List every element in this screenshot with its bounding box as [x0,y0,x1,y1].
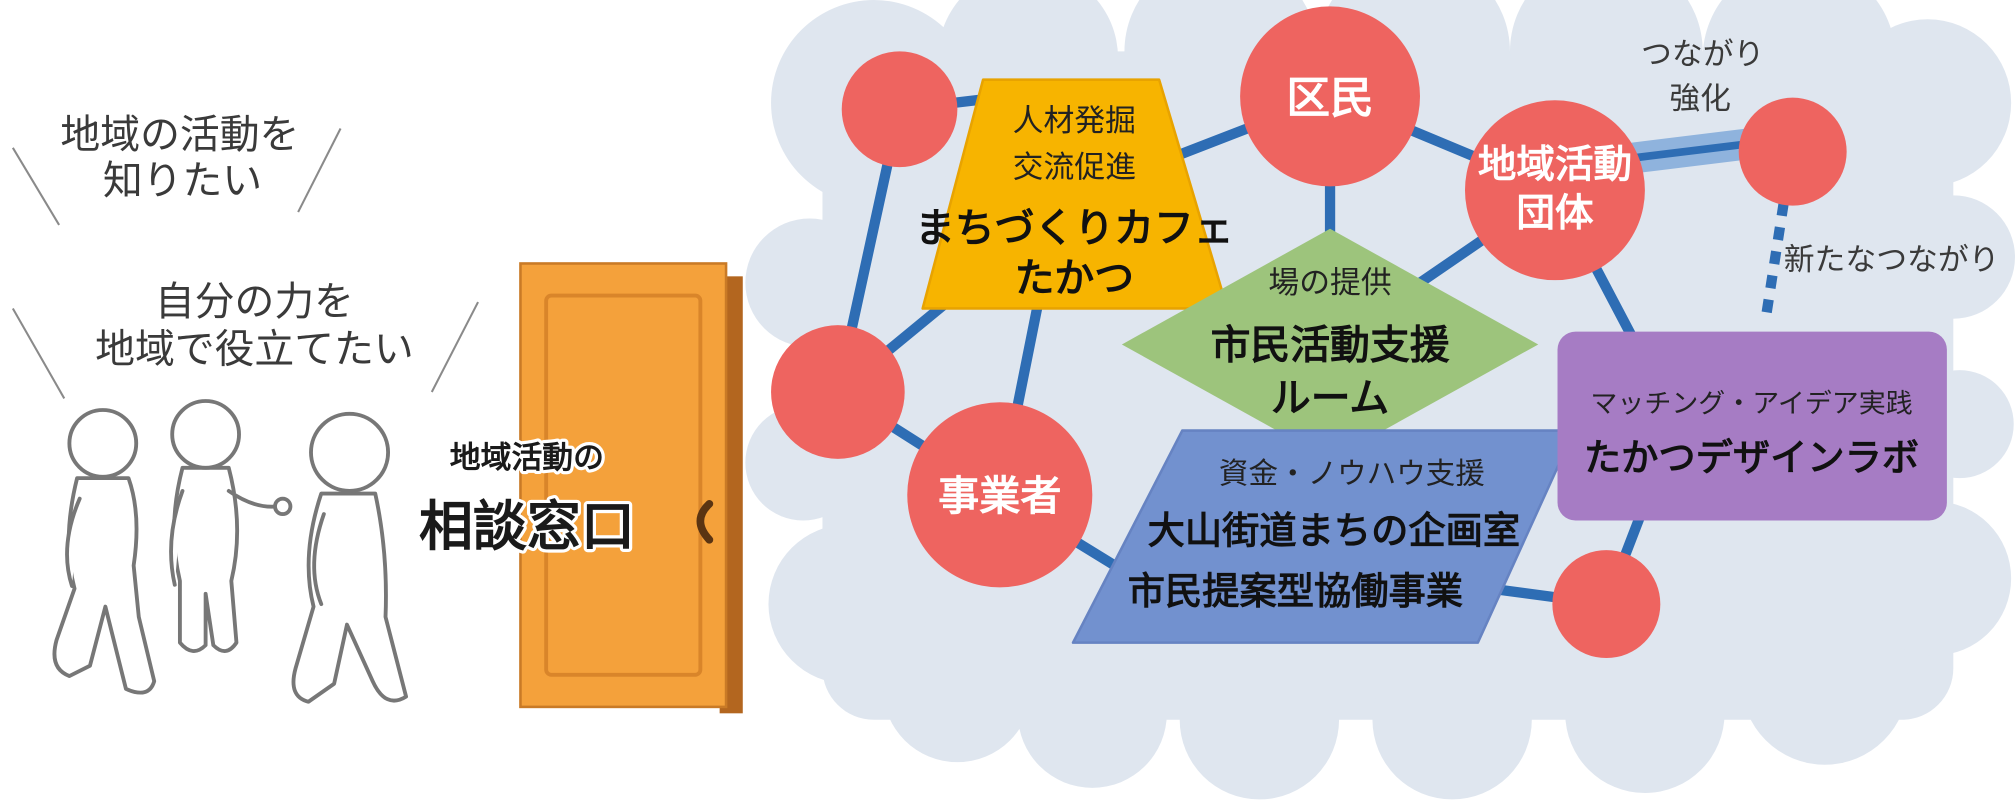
takatsu-design-lab: マッチング・アイデア実践 たかつデザインラボ [1557,331,1947,521]
new-connection-dotted-line [1760,202,1789,320]
new-connection-label: 新たなつながり [1784,242,2000,278]
quote-want-to-know: 地域の活動を 知りたい [11,112,342,226]
cafe-name: まちづくりカフェ [915,206,1234,252]
lab-name: たかつデザインラボ [1584,435,1919,479]
node-circle [841,51,958,168]
node-kumin-label: 区民 [1286,73,1373,124]
node-circle [1738,97,1847,206]
cafe-caption: 交流促進 [1013,149,1136,185]
room-name: 市民活動支援 [1211,323,1450,369]
quote-slash-left [11,307,66,399]
door-inner-panel [544,293,703,677]
cafe-caption: 人材発掘 [1013,103,1136,139]
machizukuri-cafe: 人材発掘 交流促進 まちづくりカフェ たかつ [915,78,1234,310]
person-figure [169,399,293,653]
strengthen-label: 強化 [1669,81,1731,117]
lab-box [1557,331,1947,521]
quote-slash-right [297,128,342,213]
door-handle-icon [696,499,714,544]
kikaku-name: 大山街道まちの企画室 [1148,509,1520,553]
strengthened-connection [1619,128,1750,175]
quote-slash-right [430,301,479,393]
consultation-door [519,262,743,714]
kikakushitsu-program: 資金・ノウハウ支援 大山街道まちの企画室 市民提案型協働事業 [1071,429,1576,644]
person-figure [52,408,157,695]
quote-line: 自分の力を [155,279,354,325]
kikaku-parallelogram [1071,429,1576,644]
network-nodes: 区民 地域活動 団体 事業者 [771,6,1847,659]
room-diamond [1121,228,1539,461]
node-kumin: 区民 [1240,6,1421,187]
quote-line: 知りたい [103,158,262,204]
node-chiiki-katsudo-dantai: 地域活動 団体 [1464,100,1645,281]
strengthen-label: つながり [1641,36,1764,72]
people-illustration [52,399,409,704]
person-figure [291,411,409,704]
shimin-katsudo-room: 場の提供 市民活動支援 ルーム [1121,228,1539,461]
quote-line: 地域の活動を [60,112,299,158]
node-jigyosha: 事業者 [907,402,1093,588]
quote-line: 地域で役立てたい [95,326,414,372]
consultation-label-large: 相談窓口 [419,495,635,558]
consultation-label-small: 地域活動の [450,440,604,476]
kikaku-caption: 資金・ノウハウ支援 [1219,456,1485,490]
node-circle [1552,550,1661,659]
cafe-name: たかつ [1015,256,1134,302]
room-name: ルーム [1271,375,1389,421]
room-caption: 場の提供 [1268,265,1391,301]
node-jigyosha-label: 事業者 [938,472,1061,520]
node-circle [771,325,905,459]
quote-want-to-help: 自分の力を 地域で役立てたい [11,279,479,399]
kikaku-name: 市民提案型協働事業 [1128,569,1464,613]
node-dantai-label: 団体 [1516,191,1594,236]
lab-caption: マッチング・アイデア実践 [1590,389,1912,420]
door-panel [519,262,728,709]
quote-slash-left [11,147,60,226]
node-dantai-label: 地域活動 [1478,142,1632,187]
